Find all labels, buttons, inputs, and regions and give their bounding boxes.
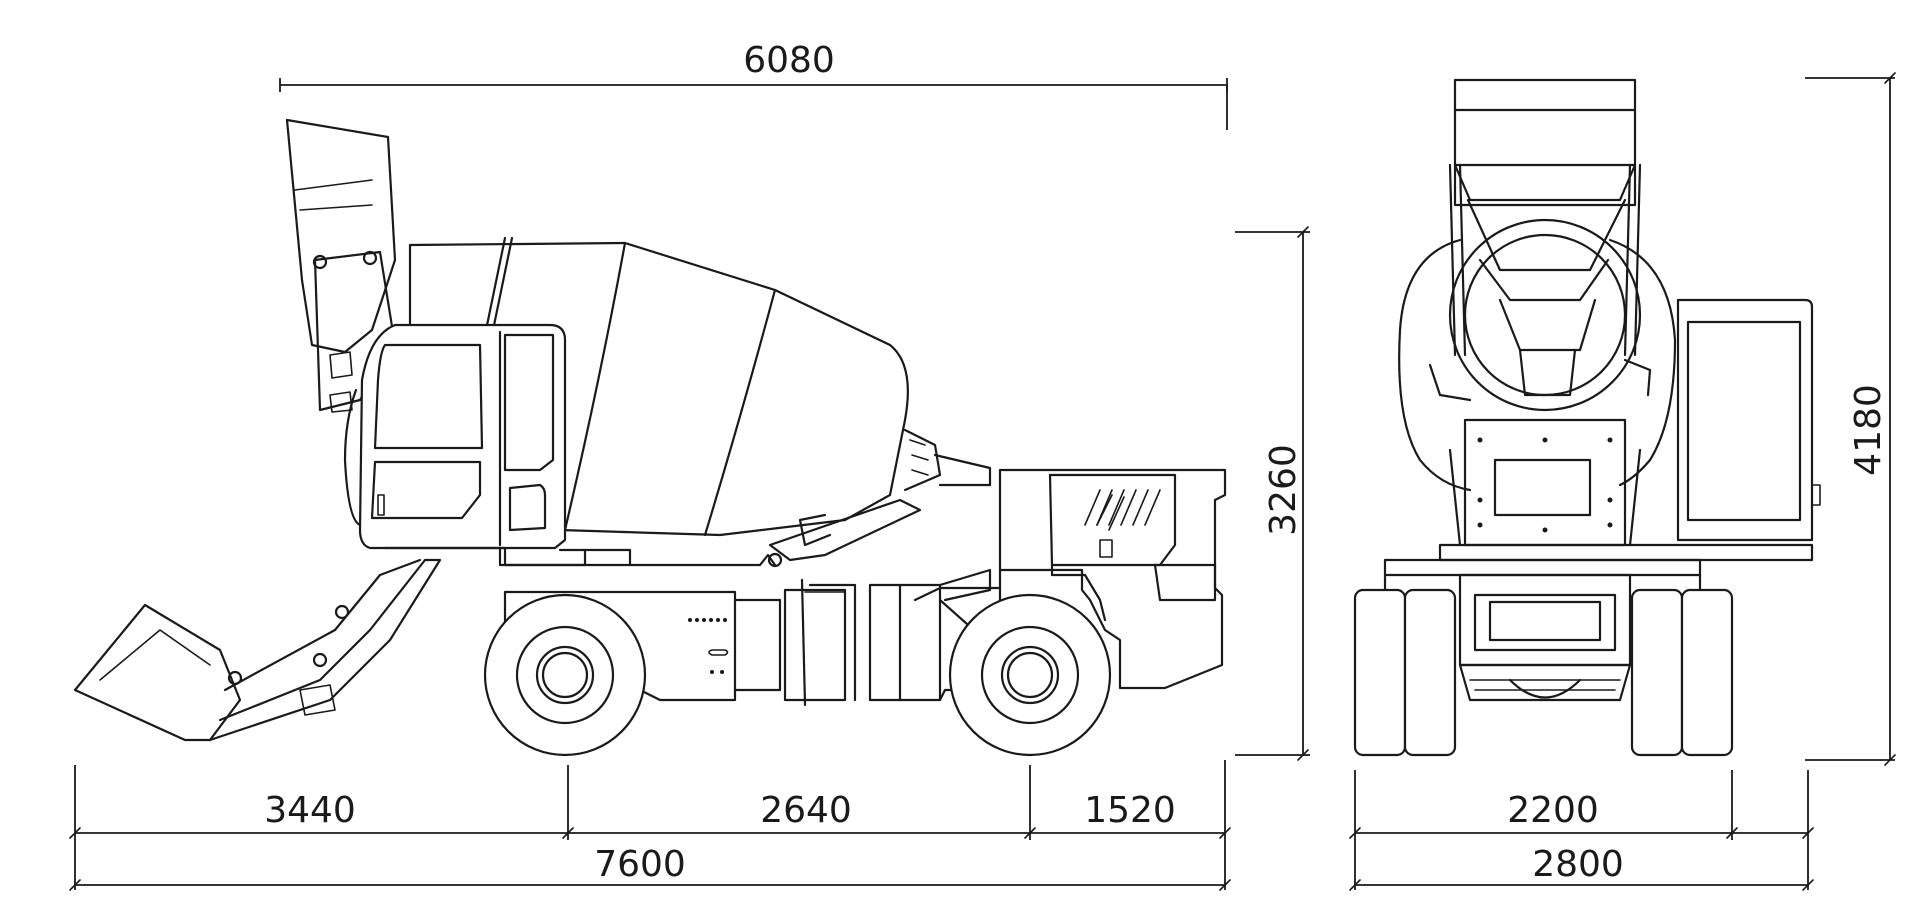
dim-track-width: 2200 <box>1507 790 1599 831</box>
chassis <box>383 468 1227 707</box>
dim-front-overhang: 3440 <box>264 790 356 831</box>
dimension-lines <box>69 72 1896 891</box>
dim-overall-length-top: 6080 <box>743 40 835 81</box>
dim-total-length: 7600 <box>594 844 686 885</box>
side-view <box>73 118 1227 757</box>
loader-arm <box>73 558 442 742</box>
dim-rear-overhang: 1520 <box>1084 790 1176 831</box>
dim-wheelbase: 2640 <box>760 790 852 831</box>
dim-total-width: 2800 <box>1532 844 1624 885</box>
dim-total-height: 4180 <box>1848 384 1889 476</box>
rear-view <box>1353 78 1821 757</box>
dim-cab-height: 3260 <box>1263 444 1304 536</box>
cab <box>343 323 567 550</box>
rear-wheel <box>948 593 1112 757</box>
front-wheel <box>483 593 647 757</box>
